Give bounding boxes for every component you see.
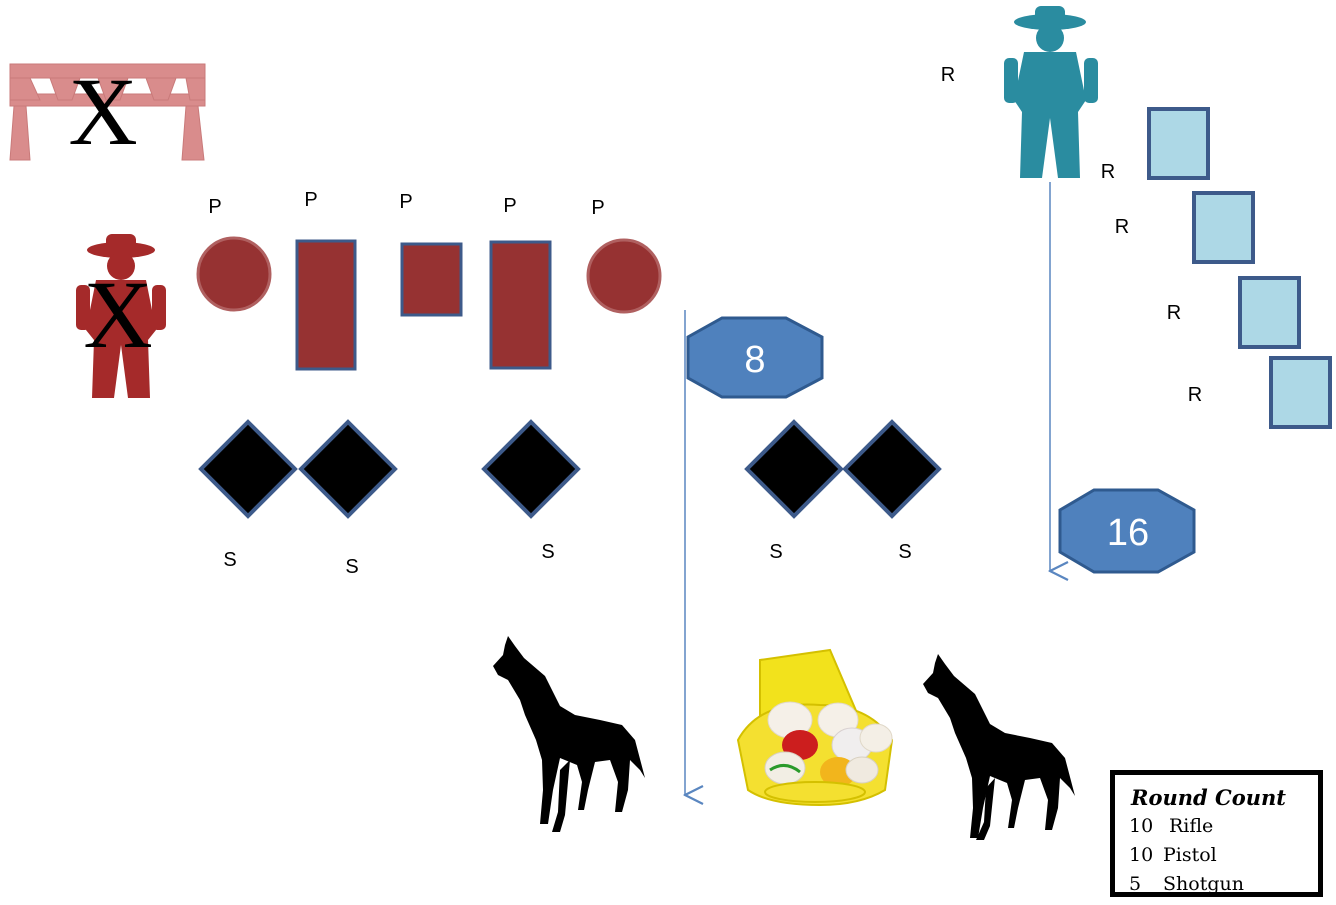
shotgun-target-4: [744, 419, 844, 519]
octagon-marker-8: 8: [686, 316, 824, 399]
pistol-targets: [196, 236, 662, 371]
pistol-target-2: [295, 239, 357, 371]
rifle-label-1: R: [941, 64, 955, 86]
horse-right-icon: [923, 654, 1075, 840]
round-count-row-shotgun: 5 Shotgun: [1129, 870, 1318, 899]
rifle-cowboy-icon: [1004, 6, 1098, 178]
round-count-gun: Pistol: [1163, 844, 1217, 866]
marker-center-number: 8: [744, 339, 765, 381]
loading-table-icon: [9, 63, 206, 161]
rifle-target-2: [1192, 191, 1255, 264]
pistol-target-4: [489, 240, 552, 370]
egg-crate-icon: [736, 648, 894, 807]
rifle-target-1: [1147, 107, 1210, 180]
round-count-gun: Rifle: [1169, 815, 1214, 837]
pistol-label-3: P: [399, 191, 412, 213]
pistol-target-5: [586, 238, 662, 314]
rifle-label-5: R: [1188, 384, 1202, 406]
rifle-target-4: [1269, 356, 1332, 429]
round-count-row-rifle: 10 Rifle: [1129, 812, 1318, 841]
table-x-mark: X: [68, 58, 137, 165]
pistol-label-1: P: [208, 196, 221, 218]
round-count-title: Round Count: [1131, 785, 1286, 810]
octagon-marker-16: 16: [1058, 488, 1196, 574]
round-count-gun: Shotgun: [1163, 873, 1244, 895]
pistol-cowboy-icon: [76, 234, 166, 398]
shotgun-target-2: [298, 419, 398, 519]
pistol-label-5: P: [591, 197, 604, 219]
pistol-target-3: [400, 242, 463, 317]
round-count-qty: 10: [1129, 815, 1154, 837]
horse-left-icon: [493, 636, 645, 832]
pistol-label-4: P: [503, 195, 516, 217]
rifle-label-3: R: [1115, 216, 1129, 238]
rifle-label-4: R: [1167, 302, 1181, 324]
rifle-label-2: R: [1101, 161, 1115, 183]
shotgun-target-1: [198, 419, 298, 519]
rifle-target-3: [1238, 276, 1301, 349]
shotgun-label-1: S: [223, 549, 236, 571]
pistol-target-1: [196, 236, 272, 312]
shotgun-label-4: S: [769, 541, 782, 563]
shotgun-label-2: S: [345, 556, 358, 578]
round-count-row-pistol: 10 Pistol: [1129, 841, 1318, 870]
shotgun-targets: [198, 419, 942, 519]
shotgun-label-3: S: [541, 541, 554, 563]
round-count-qty: 10: [1129, 844, 1154, 866]
marker-right-number: 16: [1107, 512, 1149, 554]
shotgun-target-3: [481, 419, 581, 519]
pistol-cowboy-x-mark: X: [83, 261, 152, 368]
shotgun-label-5: S: [898, 541, 911, 563]
round-count-qty: 5: [1129, 873, 1142, 895]
shotgun-target-5: [842, 419, 942, 519]
pistol-label-2: P: [304, 189, 317, 211]
rifle-targets: [1147, 107, 1332, 429]
